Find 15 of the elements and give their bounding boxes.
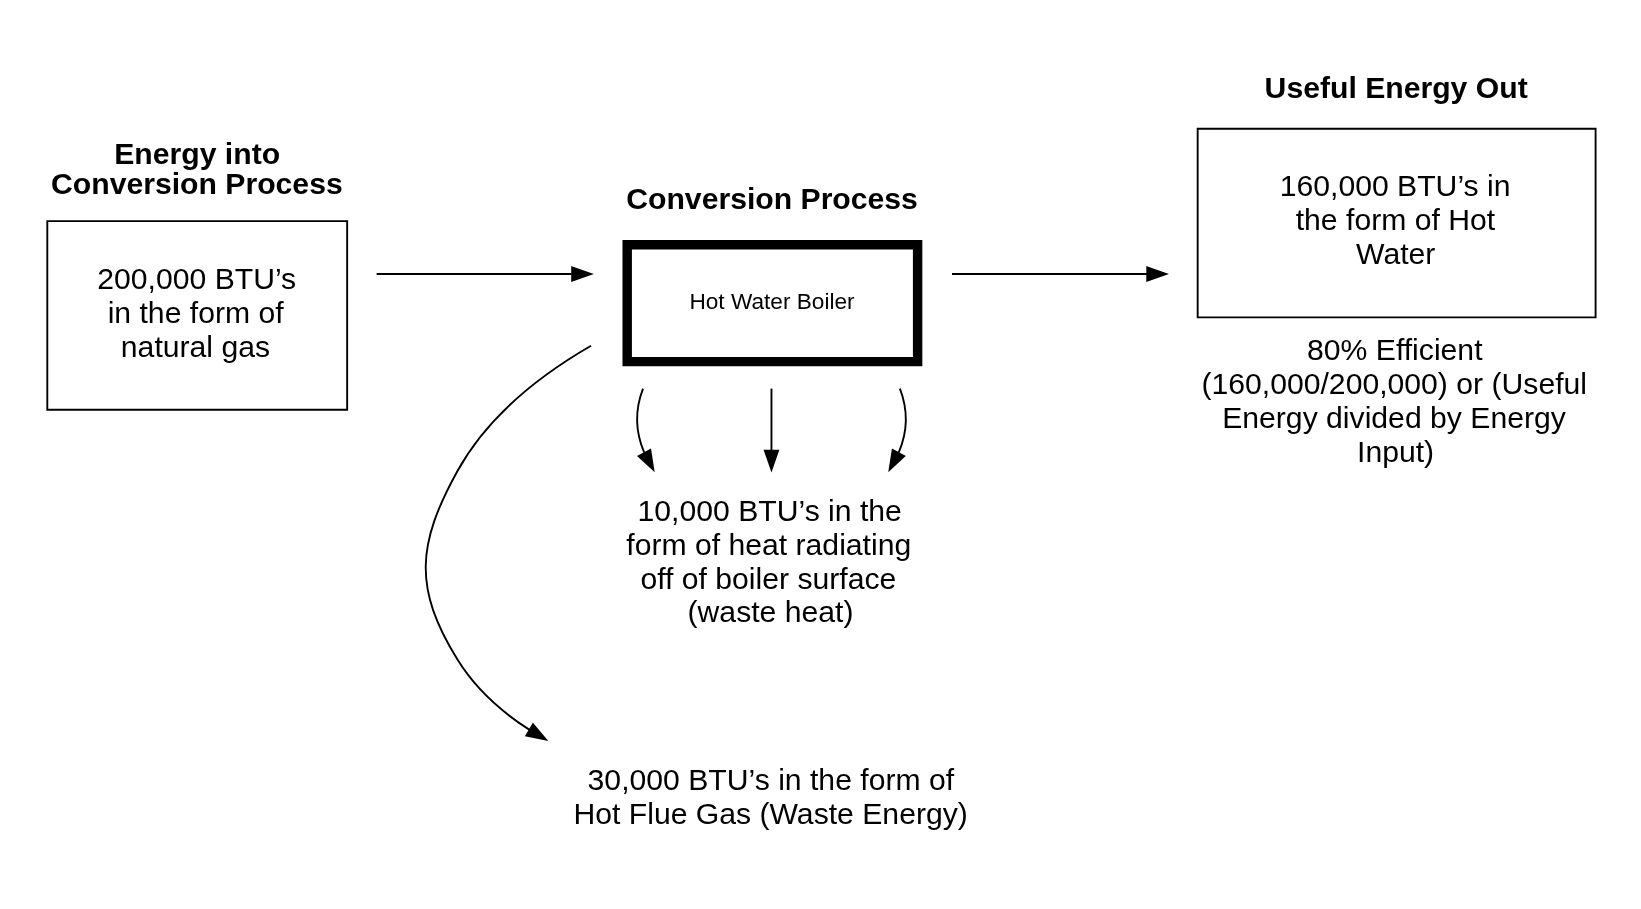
arrow	[424, 344, 592, 741]
arrow	[636, 387, 655, 472]
arrow	[888, 387, 907, 472]
arrow	[763, 387, 780, 472]
node-box: Hot Water Boiler	[622, 239, 923, 366]
arrow	[375, 265, 594, 282]
node-label: Energy into Conversion Process	[51, 136, 343, 200]
arrow	[951, 265, 1169, 282]
node-box: 160,000 BTU’s in the form of Hot Water	[1196, 127, 1597, 318]
node-label: Conversion Process	[626, 181, 918, 215]
node-box: 200,000 BTU’s in the form of natural gas	[46, 219, 349, 411]
node-text: 30,000 BTU’s in the form of Hot Flue Gas (Waste Energy)	[573, 762, 968, 830]
node-label: 80% Efficient (160,000/200,000) or (Useful Energy divided by Energy Input)	[1201, 332, 1588, 468]
node-text: 10,000 BTU’s in the form of heat radiating off of boiler surface (waste heat)	[626, 493, 912, 628]
node-label: Useful Energy Out	[1264, 70, 1528, 104]
